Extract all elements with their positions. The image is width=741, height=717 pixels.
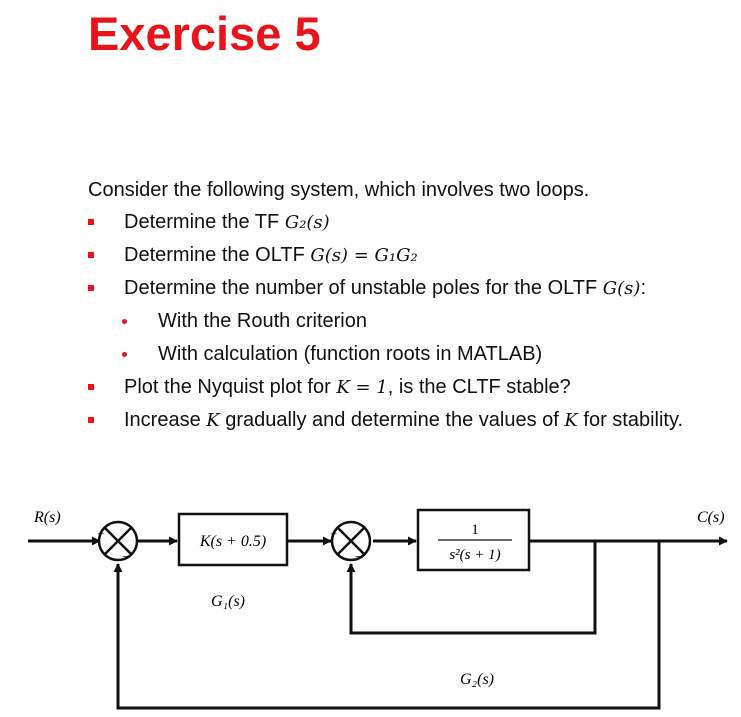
list-item: Determine the TF G₂(s) [88, 210, 728, 235]
outer-feedback-path [113, 541, 661, 710]
block2-denominator: s²(s + 1) [449, 547, 500, 563]
inner-feedback-path [346, 541, 597, 635]
minus-sign-2: − [355, 550, 363, 565]
plus-sign-2: + [330, 526, 337, 541]
minus-sign-1: − [122, 550, 130, 565]
block2-label: G₂(s) [460, 671, 494, 688]
list-item: Determine the number of unstable poles f… [88, 276, 728, 367]
input-label: R(s) [33, 509, 61, 526]
block1-tf: K(s + 0.5) [199, 533, 266, 550]
math-oltf: G(s) = G₁G₂ [310, 245, 418, 266]
block-g1 [177, 512, 289, 567]
list-item: With the Routh criterion [88, 309, 728, 334]
exercise-body: Consider the following system, which inv… [88, 178, 728, 441]
math-k1: K = 1 [336, 377, 388, 398]
list-item: Increase K gradually and determine the v… [88, 408, 728, 433]
block2-numerator: 1 [471, 522, 479, 538]
list-item: Plot the Nyquist plot for K = 1, is the … [88, 375, 728, 400]
sub-list: With the Routh criterion With calculatio… [88, 309, 728, 367]
plus-sign-1: + [97, 526, 104, 541]
task-list: Determine the TF G₂(s) Determine the OLT… [88, 210, 728, 433]
intro-text: Consider the following system, which inv… [88, 179, 590, 201]
list-item: Determine the OLTF G(s) = G₁G₂ [88, 243, 728, 268]
list-item: With calculation (function roots in MATL… [88, 342, 728, 367]
math-g2: G₂(s) [284, 212, 330, 233]
output-label: C(s) [697, 509, 725, 526]
block-diagram: R(s) C(s) + − + − K(s + 0.5) G₁(s) 1 s²(… [28, 508, 728, 710]
block1-label: G₁(s) [211, 593, 245, 610]
math-g: G(s) [602, 278, 641, 299]
summing-junction-1 [97, 520, 139, 562]
slide-title: Exercise 5 [88, 7, 321, 60]
summing-junction-2 [330, 520, 372, 562]
